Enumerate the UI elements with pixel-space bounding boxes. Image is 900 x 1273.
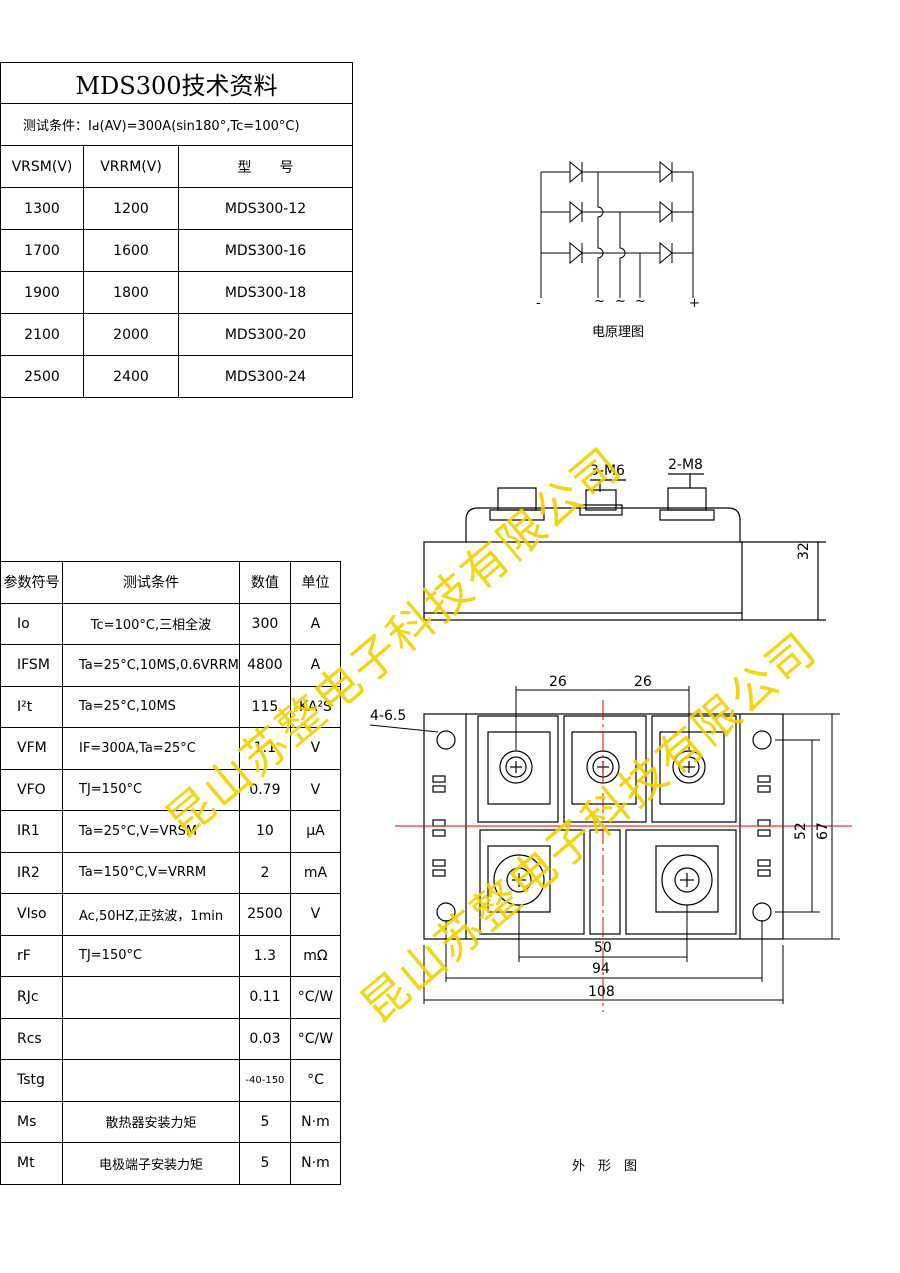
terminal-ac-3: ~: [635, 294, 646, 309]
dim-108: 108: [588, 984, 615, 1000]
table-row: 1700 1600 MDS300-16: [0, 229, 353, 272]
param-value: 1.1: [238, 727, 291, 770]
terminal-positive: +: [689, 296, 700, 311]
table-row: 2500 2400 MDS300-24: [0, 355, 353, 398]
param-symbol: VFM: [0, 727, 63, 770]
column-header: 测试条件: [62, 561, 240, 604]
cell: MDS300-24: [178, 355, 353, 398]
param-value: 4800: [238, 644, 291, 687]
model-table-header: VRSM(V) VRRM(V) 型 号: [0, 145, 353, 188]
hole-label: 4-6.5: [370, 708, 407, 724]
cell: MDS300-12: [178, 187, 353, 230]
param-unit: °C/W: [289, 976, 342, 1019]
table-row: Tstg -40-150°C: [0, 1059, 342, 1102]
param-symbol: Tstg: [0, 1059, 63, 1102]
param-symbol: Io: [0, 602, 63, 645]
param-condition: 散热器安装力矩: [62, 1100, 240, 1143]
param-symbol: RJc: [0, 976, 63, 1019]
param-unit: °C: [289, 1059, 342, 1102]
diode-row-1: [541, 160, 693, 184]
param-value: 0.11: [238, 976, 291, 1019]
param-table-header: 参数符号 测试条件 数值 单位: [0, 561, 342, 604]
param-symbol: IR1: [0, 810, 63, 853]
param-unit: μA: [289, 810, 342, 853]
param-condition: IF=300A,Ta=25°C: [62, 727, 240, 770]
param-value: 2: [238, 851, 291, 894]
cell: 1800: [83, 271, 179, 314]
table-row: 1300 1200 MDS300-12: [0, 187, 353, 230]
document-title: MDS300技术资料: [0, 62, 353, 104]
param-value: 5: [238, 1142, 291, 1185]
terminal-ac-1: ~: [594, 294, 605, 309]
m8-label: 2-M8: [668, 457, 703, 473]
param-unit: V: [289, 727, 342, 770]
cell: MDS300-18: [178, 271, 353, 314]
param-symbol: Ms: [0, 1100, 63, 1143]
dim-67: 67: [815, 822, 831, 840]
param-value: 115: [238, 685, 291, 728]
diode-row-3: [541, 241, 693, 265]
param-unit: N·m: [289, 1142, 342, 1185]
schematic-caption: 电原理图: [592, 325, 645, 340]
param-symbol: Mt: [0, 1142, 63, 1185]
cell: 1700: [0, 229, 84, 272]
column-header: VRRM(V): [83, 145, 179, 188]
param-unit: V: [289, 768, 342, 811]
dim-26-left: 26: [549, 674, 567, 690]
table-row: 1900 1800 MDS300-18: [0, 271, 353, 314]
param-condition: Ta=150°C,V=VRRM: [62, 851, 240, 894]
param-unit: V: [289, 893, 342, 936]
table-row: 2100 2000 MDS300-20: [0, 313, 353, 356]
diode-row-2: [541, 200, 693, 224]
param-symbol: Rcs: [0, 1017, 63, 1060]
dim-26-right: 26: [634, 674, 652, 690]
param-condition: 电极端子安装力矩: [62, 1142, 240, 1185]
terminal-ac-2: ~: [615, 294, 626, 309]
dim-50: 50: [594, 940, 612, 956]
param-condition: Ac,50HZ,正弦波，1min: [62, 893, 240, 936]
param-symbol: IR2: [0, 851, 63, 894]
param-value: -40-150: [238, 1059, 291, 1102]
dim-52: 52: [793, 822, 809, 840]
left-border-line: [0, 394, 1, 562]
dim-94: 94: [592, 961, 610, 977]
param-unit: KA²S: [289, 685, 342, 728]
outline-caption: 外 形 图: [572, 1159, 638, 1174]
terminal-negative: -: [536, 296, 541, 311]
param-unit: A: [289, 644, 342, 687]
m6-label: 3-M6: [590, 463, 625, 479]
cell: 2400: [83, 355, 179, 398]
param-symbol: VIso: [0, 893, 63, 936]
table-row: RJc 0.11°C/W: [0, 976, 342, 1019]
cell: 1300: [0, 187, 84, 230]
param-condition: [62, 1017, 240, 1060]
param-symbol: VFO: [0, 768, 63, 811]
spec-header-table: MDS300技术资料 测试条件：Iԁ(AV)=300A(sin180°,Tc=1…: [0, 62, 353, 398]
cell: 2500: [0, 355, 84, 398]
test-condition: 测试条件：Iԁ(AV)=300A(sin180°,Tc=100°C): [0, 103, 353, 146]
param-unit: mΩ: [289, 934, 342, 977]
cell: MDS300-16: [178, 229, 353, 272]
cell: 2100: [0, 313, 84, 356]
param-symbol: I²t: [0, 685, 63, 728]
param-condition: TJ=150°C: [62, 934, 240, 977]
param-unit: °C/W: [289, 1017, 342, 1060]
param-condition: Ta=25°C,10MS,0.6VRRM: [62, 644, 240, 687]
